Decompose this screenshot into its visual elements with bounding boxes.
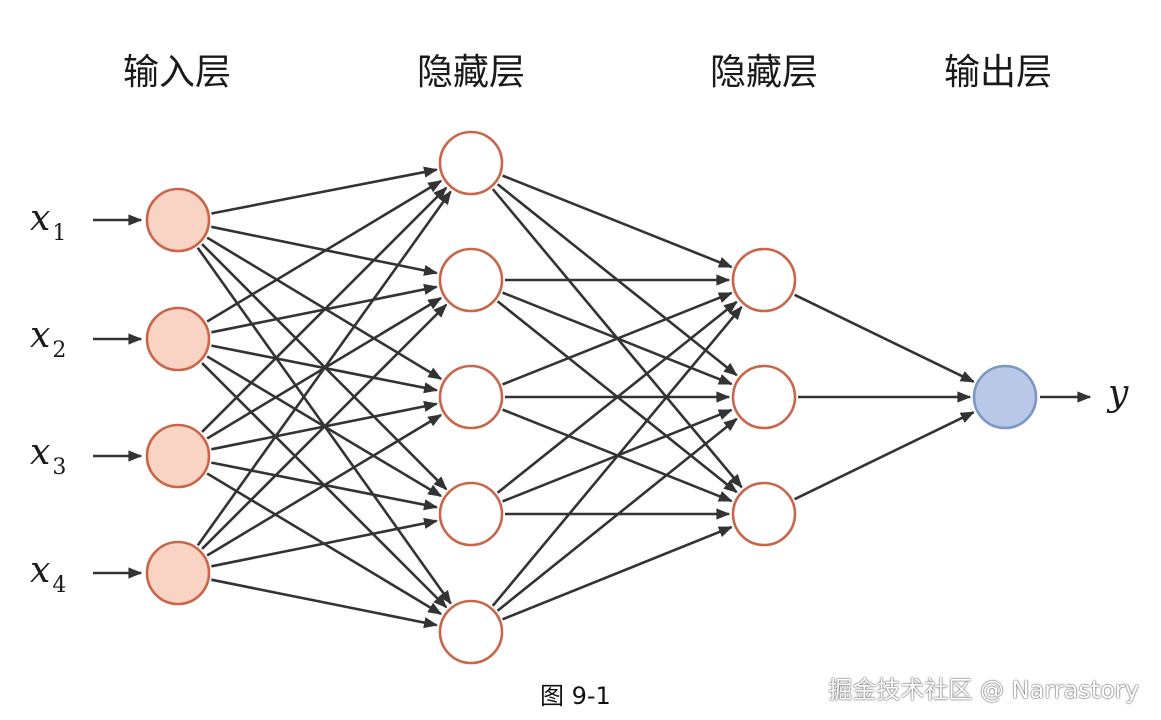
nodes <box>145 130 1038 665</box>
hidden1-node-3 <box>438 364 504 430</box>
hidden2-node-3 <box>731 481 797 547</box>
watermark: 掘金技术社区 @ Narrastory <box>828 676 1139 704</box>
layer-title-output: 输出层 <box>944 52 1052 93</box>
output-label-y: y <box>1106 373 1129 414</box>
edge-l0-n3-to-n0 <box>196 190 452 547</box>
input-label-x3: x3 <box>30 432 66 480</box>
io-arrows <box>93 214 1092 579</box>
edge-l1-n3-to-n0 <box>496 300 738 494</box>
input-node-1 <box>145 187 211 253</box>
edge-l2-n2-to-n0 <box>794 411 975 501</box>
hidden2-node-1 <box>731 247 797 313</box>
edge-l0-n1-to-n0 <box>206 179 443 323</box>
input-node-4 <box>145 540 211 606</box>
edge-l1-n2-to-n0 <box>502 291 733 386</box>
layer-title-hidden-1: 隐藏层 <box>417 52 525 93</box>
layer-titles: 输入层 隐藏层 隐藏层 输出层 <box>123 52 1052 93</box>
edge-l1-n0-to-n0 <box>502 174 733 269</box>
edge-l0-n3-to-n1 <box>201 303 448 550</box>
hidden1-node-5 <box>438 599 504 665</box>
input-node-3 <box>145 423 211 489</box>
output-node-1 <box>972 364 1038 430</box>
edge-l0-n2-to-n0 <box>201 186 448 433</box>
edge-l0-n3-to-n4 <box>211 578 439 629</box>
edge-l1-n4-to-n1 <box>496 417 738 612</box>
input-label-x1: x1 <box>30 198 66 246</box>
edge-l1-n4-to-n0 <box>491 305 743 607</box>
edge-l0-n3-to-n3 <box>211 517 439 568</box>
input-label-x2: x2 <box>30 315 66 363</box>
hidden1-node-4 <box>438 481 504 547</box>
hidden1-node-1 <box>438 130 504 196</box>
input-labels: x1 x2 x3 x4 <box>30 198 66 598</box>
edge-l2-n0-to-n0 <box>794 293 975 383</box>
edge-l0-n3-to-n2 <box>206 413 443 557</box>
hidden2-node-2 <box>731 364 797 430</box>
edge-l1-n4-to-n2 <box>502 525 733 621</box>
hidden1-node-2 <box>438 247 504 313</box>
layer-title-hidden-2: 隐藏层 <box>710 52 818 93</box>
connections <box>196 166 975 629</box>
layer-title-input: 输入层 <box>123 52 231 93</box>
edge-l0-n0-to-n0 <box>211 166 439 215</box>
input-node-2 <box>145 306 211 372</box>
figure-caption: 图 9-1 <box>540 682 611 710</box>
input-label-x4: x4 <box>30 550 66 598</box>
